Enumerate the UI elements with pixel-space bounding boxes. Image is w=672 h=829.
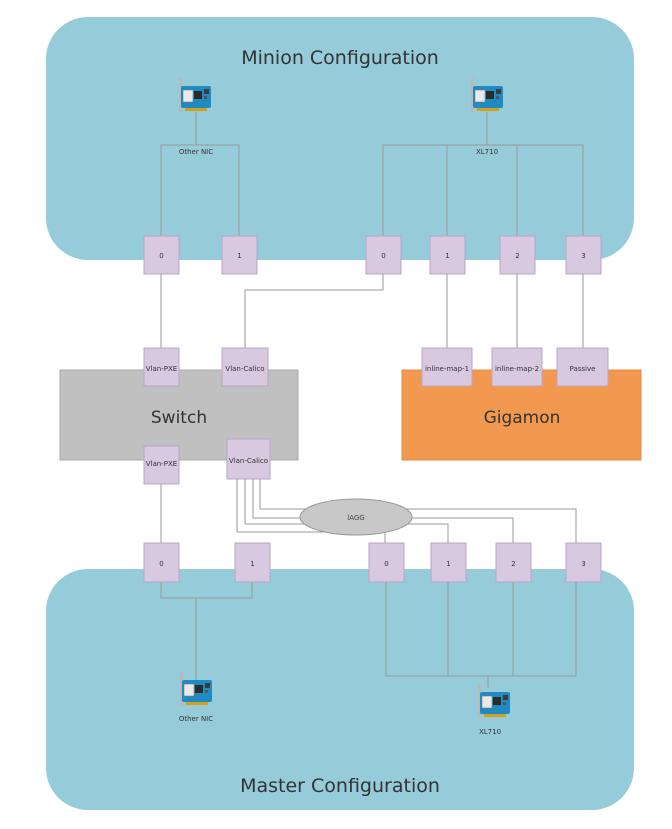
svg-text:Passive: Passive [570,365,596,373]
minion-port-xl710-2: 2 [499,235,536,275]
svg-text:Vlan-Calico: Vlan-Calico [225,365,264,373]
svg-text:inline-map-2: inline-map-2 [495,365,539,373]
minion-to-switch-wiring [160,274,584,348]
gigamon-port-inline-map-1: inline-map-1 [421,347,473,387]
master-port-xl710-1: 1 [430,542,467,583]
svg-text:2: 2 [515,252,519,260]
master-region [46,569,634,810]
master-port-xl710-3: 3 [565,542,602,583]
svg-text:Vlan-PXE: Vlan-PXE [146,365,177,373]
master-title: Master Configuration [240,775,440,797]
svg-text:1: 1 [250,560,254,568]
master-wiring [160,582,577,688]
minion-wiring [160,112,584,236]
gigamon-title: Gigamon [484,408,561,428]
svg-text:inline-map-1: inline-map-1 [425,365,469,373]
minion-port-xl710-1: 1 [429,235,466,275]
master-port-other-0: 0 [143,542,180,583]
minion-port-xl710-3: 3 [565,235,602,275]
master-port-xl710-2: 2 [495,542,532,583]
minion-region [46,17,634,260]
lagg-group: lAGG [299,498,413,536]
svg-text:0: 0 [381,252,385,260]
minion-port-xl710-0: 0 [365,235,402,275]
gigamon-port-passive: Passive [556,347,609,387]
svg-text:1: 1 [237,252,241,260]
switch-port-vlan-pxe-bottom: Vlan-PXE [143,445,180,485]
svg-text:0: 0 [159,560,163,568]
lagg-label: lAGG [347,514,364,522]
minion-other-nic-label: Other NIC [179,148,213,156]
switch-port-vlan-calico-top: Vlan-Calico [221,347,269,387]
svg-text:2: 2 [511,560,515,568]
master-port-xl710-0: 0 [368,542,405,583]
gigamon-port-inline-map-2: inline-map-2 [491,347,543,387]
minion-xl710-label: XL710 [476,148,498,156]
svg-text:1: 1 [445,252,449,260]
svg-text:0: 0 [159,252,163,260]
svg-text:0: 0 [384,560,388,568]
svg-text:1: 1 [446,560,450,568]
svg-text:3: 3 [581,560,585,568]
master-other-nic-label: Other NIC [179,715,213,723]
switch-port-vlan-pxe-top: Vlan-PXE [143,347,180,387]
minion-title: Minion Configuration [241,47,439,69]
minion-port-other-1: 1 [221,235,258,275]
switch-title: Switch [151,408,207,428]
minion-port-other-0: 0 [143,235,180,275]
svg-text:Vlan-PXE: Vlan-PXE [146,460,177,468]
master-xl710-label: XL710 [479,728,501,736]
master-port-other-1: 1 [234,542,271,583]
svg-text:Vlan-Calico: Vlan-Calico [229,457,268,465]
switch-port-vlan-calico-bottom: Vlan-Calico [226,438,271,480]
svg-text:3: 3 [581,252,585,260]
